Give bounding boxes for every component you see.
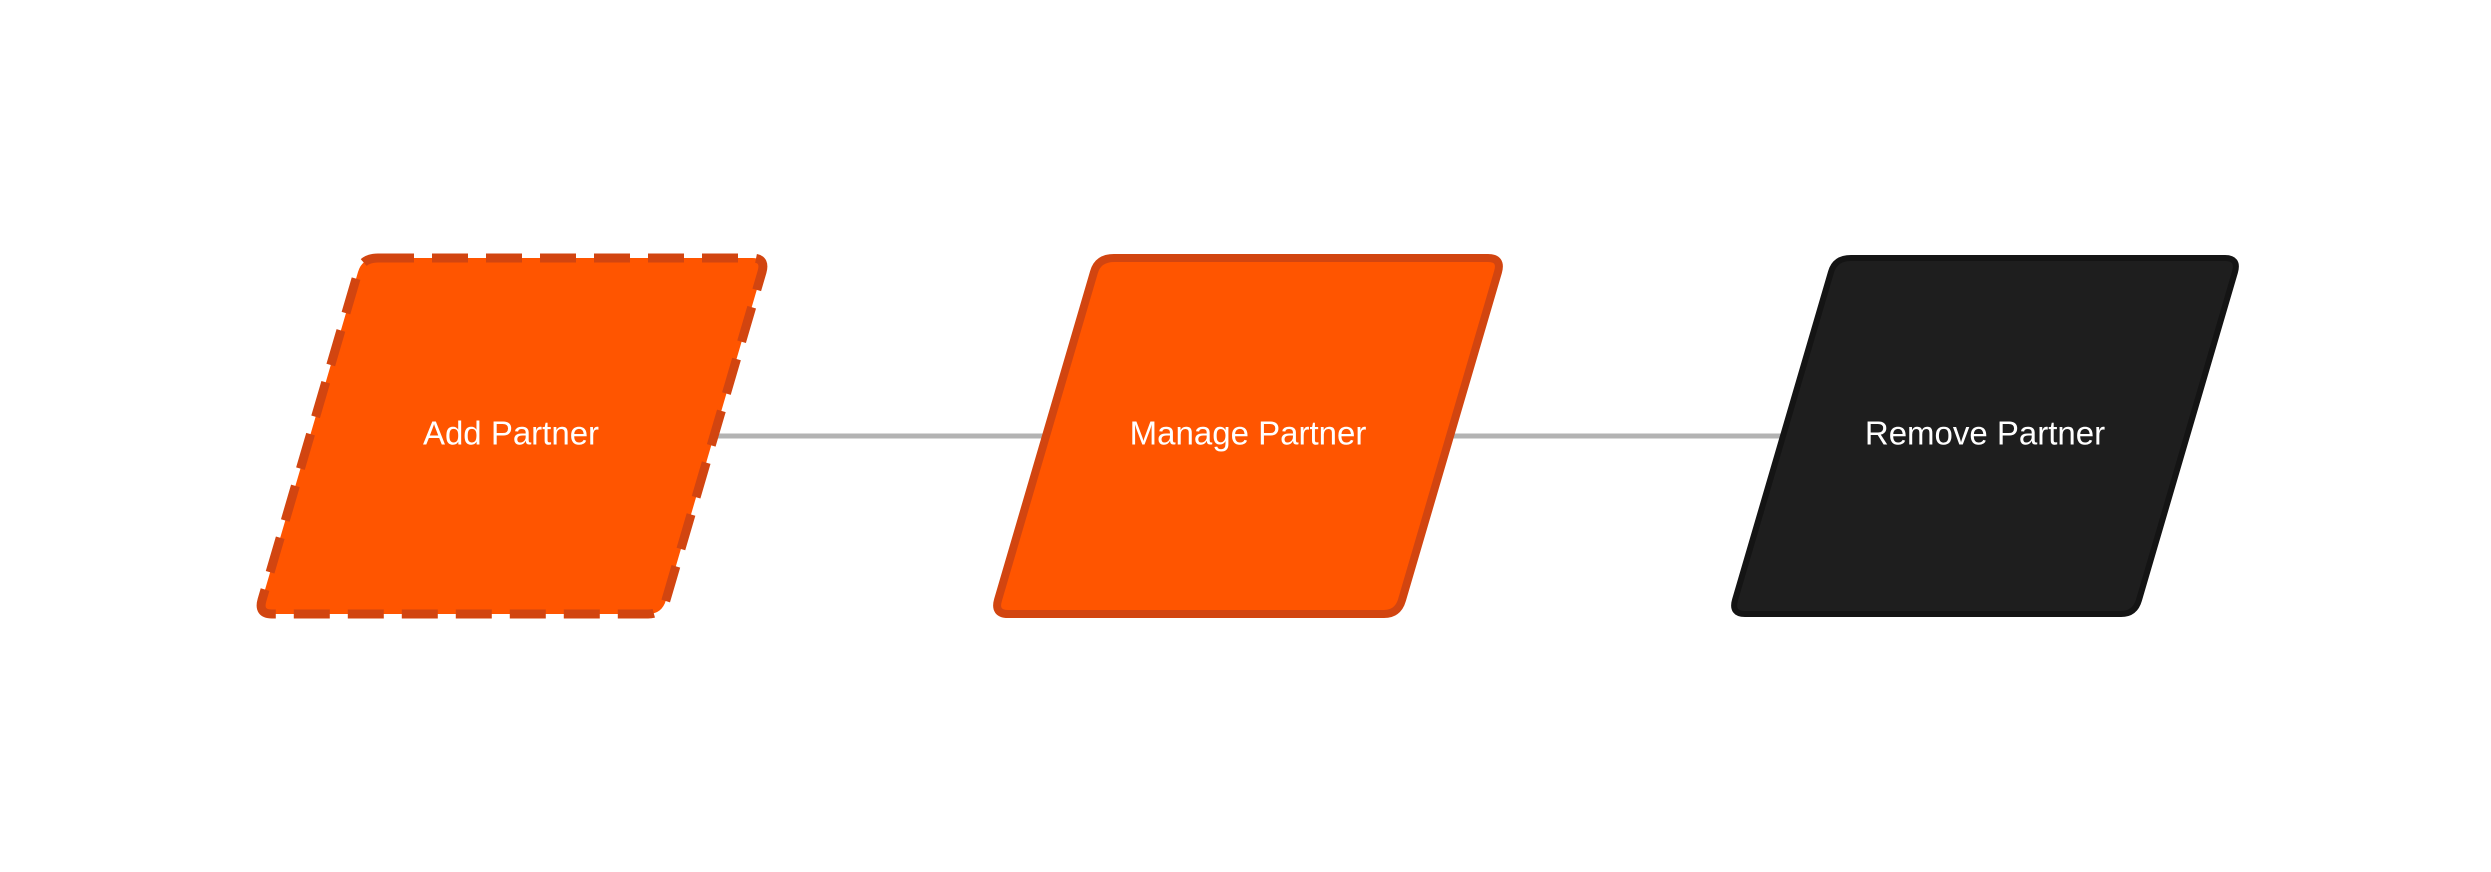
node-add-partner-label: Add Partner bbox=[423, 415, 599, 452]
node-manage-partner-shape bbox=[997, 258, 1499, 614]
node-manage-partner-border bbox=[993, 254, 1503, 618]
node-remove-partner-label: Remove Partner bbox=[1865, 415, 2105, 452]
node-manage-partner-label: Manage Partner bbox=[1130, 415, 1367, 452]
node-add-partner-border bbox=[256, 253, 768, 619]
node-manage-partner[interactable]: Manage Partner bbox=[993, 254, 1503, 618]
node-remove-partner[interactable]: Remove Partner bbox=[1731, 255, 2239, 617]
node-add-partner-shape bbox=[261, 258, 763, 614]
node-remove-partner-shape bbox=[1734, 258, 2236, 614]
node-remove-partner-border bbox=[1731, 255, 2239, 617]
node-add-partner[interactable]: Add Partner bbox=[256, 253, 768, 619]
